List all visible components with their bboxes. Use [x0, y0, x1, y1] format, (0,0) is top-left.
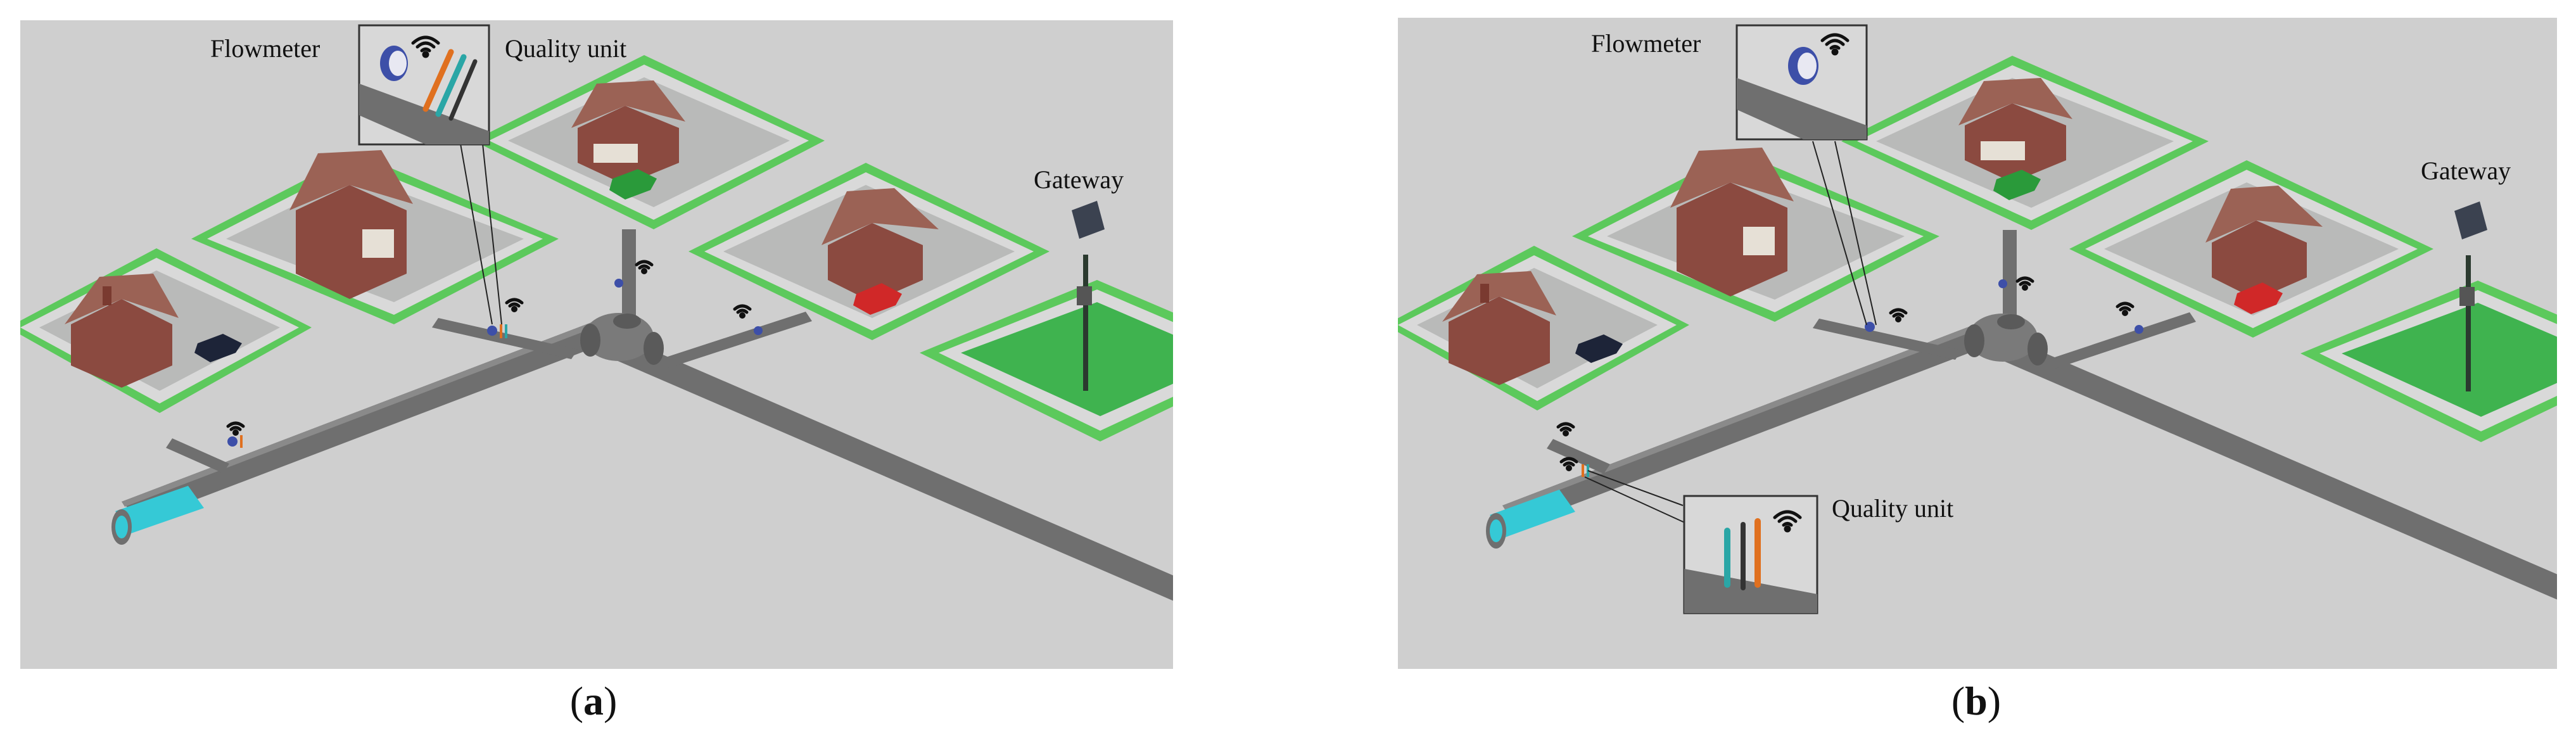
car-green [1993, 170, 2041, 200]
car-dark [194, 334, 242, 362]
gateway-tower [2454, 201, 2487, 391]
callout-inset-a [358, 24, 502, 325]
pipe-junction [1964, 314, 2048, 365]
pipe-inlet [1486, 490, 1575, 549]
caption-a: (a) [569, 678, 618, 723]
panel-a-scene: Flowmeter Quality unit Gateway [20, 20, 1173, 669]
panel-b: Flowmeter Quality unit Gateway [1398, 18, 2557, 669]
car-red [853, 283, 902, 315]
house-left [65, 274, 179, 388]
quality-unit-label: Quality unit [505, 34, 626, 63]
lot-gateway [920, 280, 1173, 441]
car-red [2234, 283, 2283, 314]
wifi-icon [411, 35, 440, 58]
gateway-label: Gateway [2421, 156, 2511, 185]
panel-b-scene: Flowmeter Quality unit Gateway [1398, 18, 2557, 669]
house-left [1442, 271, 1556, 385]
house-right [822, 188, 939, 302]
house-top [1958, 78, 2072, 182]
pipe-sensors [1582, 279, 2143, 477]
lot-gateway [2300, 281, 2557, 442]
caption-b: (b) [1951, 678, 2002, 723]
main-pipe [1502, 230, 2557, 600]
gateway-label: Gateway [1034, 165, 1124, 194]
gateway-tower [1072, 201, 1105, 391]
flowmeter-label: Flowmeter [210, 34, 320, 63]
wifi-icons [1556, 276, 2135, 471]
car-dark [1575, 334, 1623, 363]
wifi-icon [1820, 33, 1850, 56]
main-pipe [122, 229, 1173, 601]
house-right [2205, 186, 2323, 300]
callout-flowmeter [1735, 24, 1877, 326]
quality-unit-label: Quality unit [1832, 494, 1953, 523]
wifi-icon [1773, 510, 1802, 533]
pipe-sensors [227, 279, 763, 448]
car-green [609, 169, 657, 200]
pipe-inlet [111, 486, 204, 545]
house-mid [289, 150, 413, 299]
callout-quality-unit [1584, 470, 1818, 614]
house-mid [1670, 148, 1794, 296]
house-top [571, 80, 685, 185]
flowmeter-label: Flowmeter [1591, 29, 1701, 58]
pipe-junction [580, 313, 664, 365]
panel-a: Flowmeter Quality unit Gateway [20, 20, 1173, 669]
wifi-icons [226, 260, 752, 436]
